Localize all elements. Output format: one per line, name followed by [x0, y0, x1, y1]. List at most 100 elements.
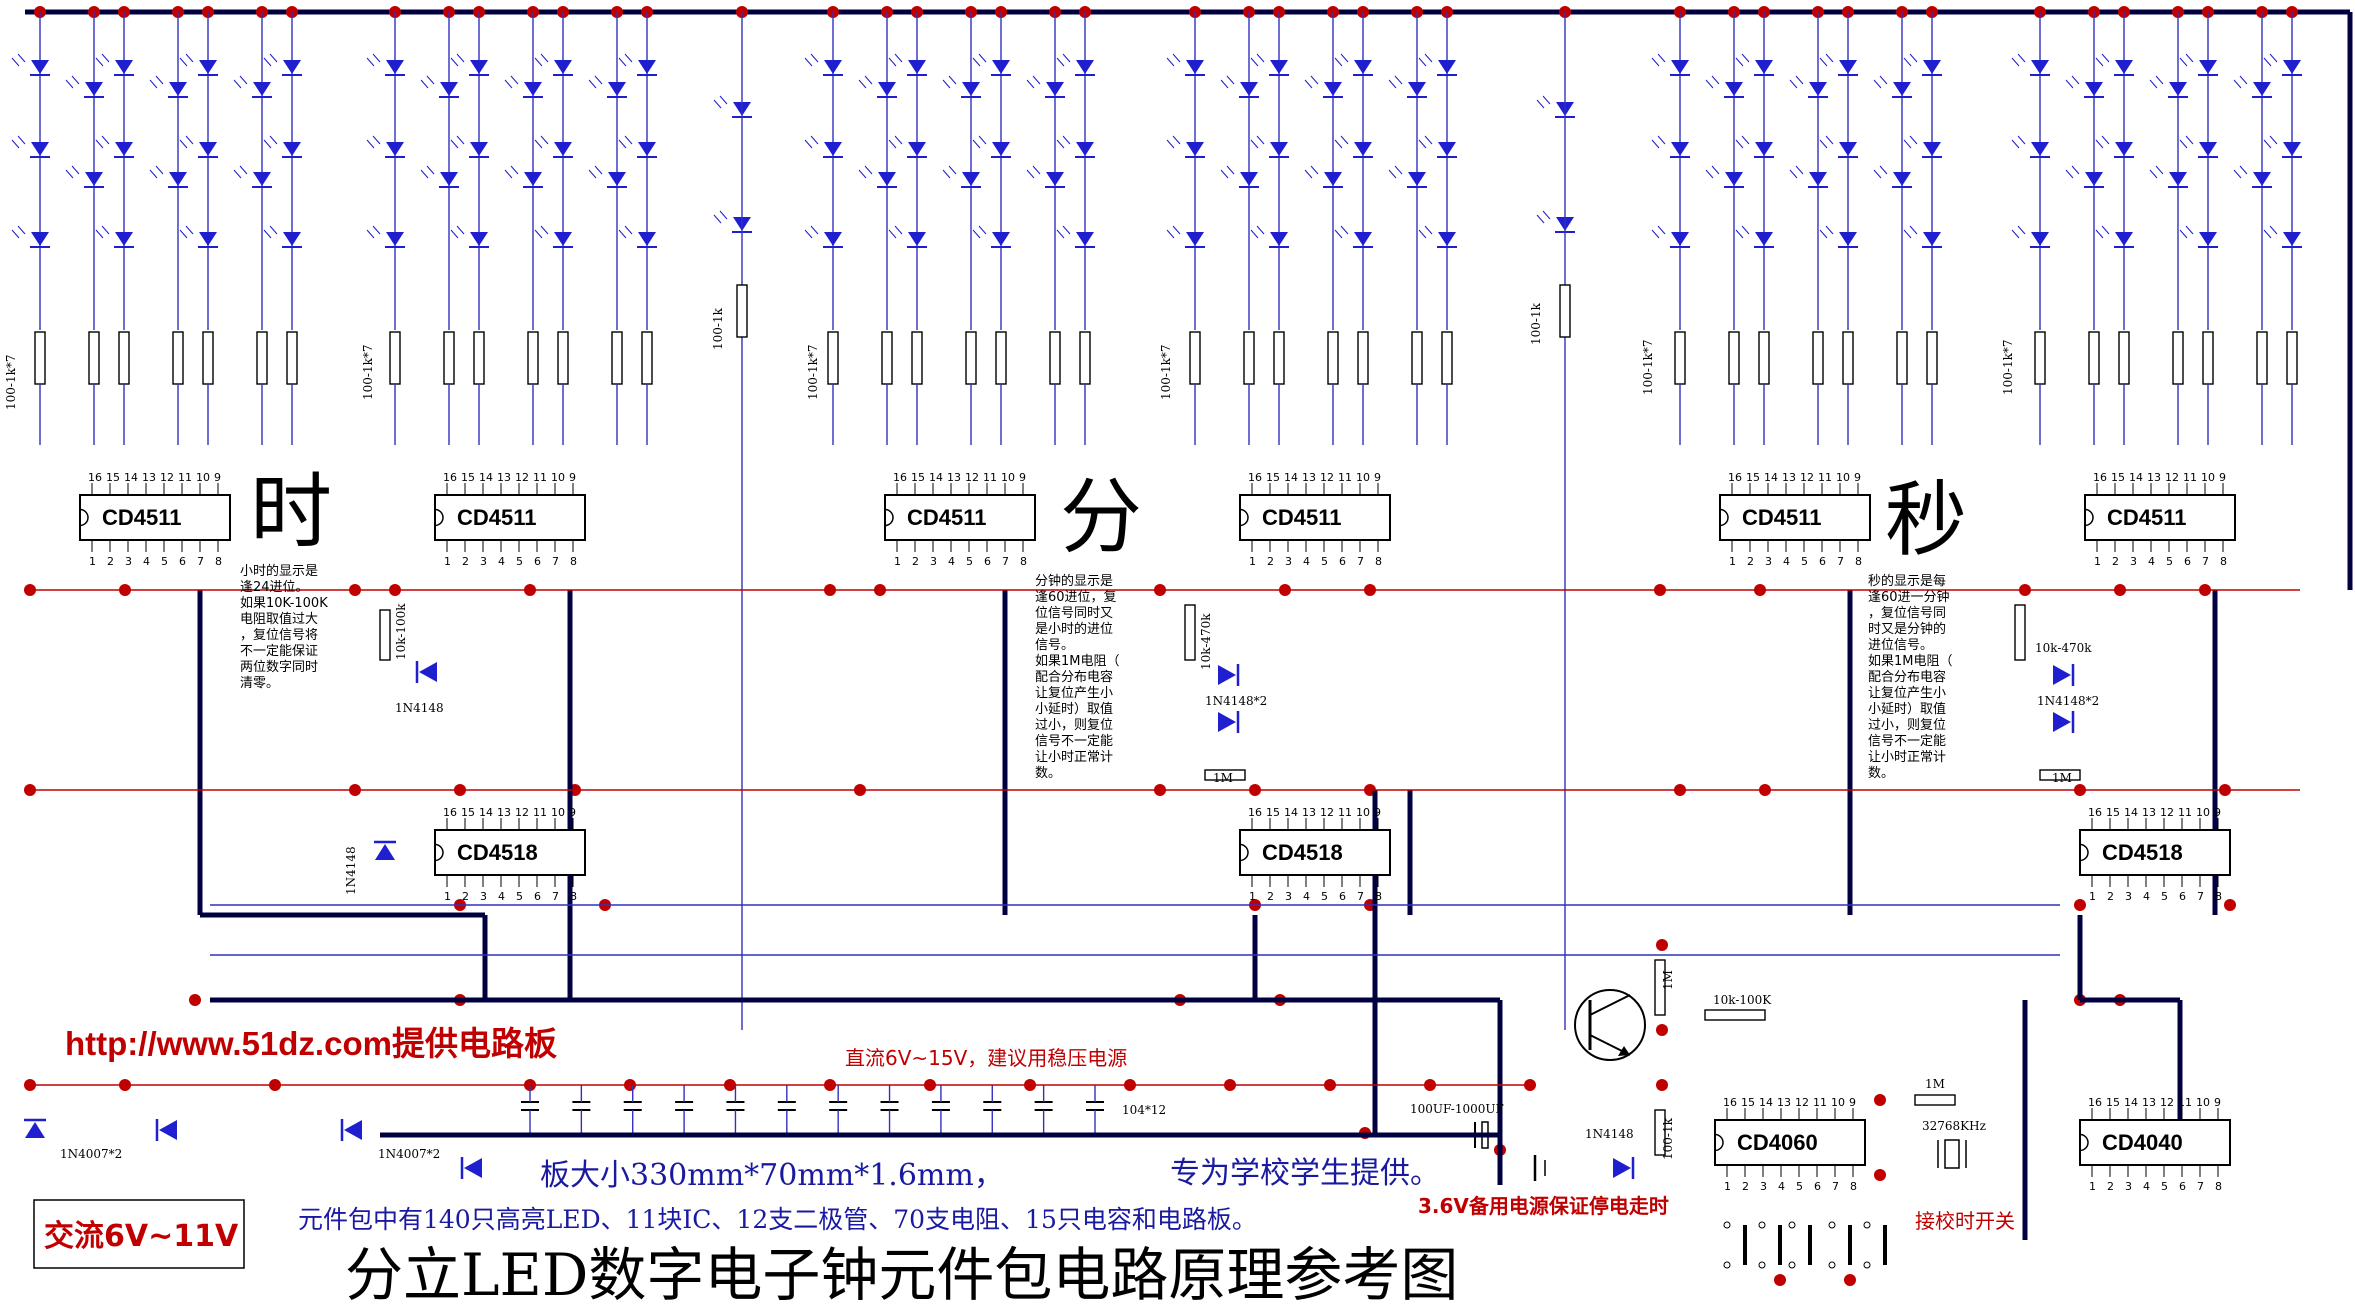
segment-resistor — [1273, 331, 1285, 385]
led — [1735, 53, 1774, 76]
pin-number: 8 — [2215, 1180, 2222, 1193]
pin-number: 13 — [2147, 471, 2161, 484]
pin-number: 2 — [1747, 555, 1754, 568]
colon-res-label-2: 100-1k — [1529, 302, 1543, 345]
pin-number: 16 — [1248, 471, 1262, 484]
led — [2233, 165, 2272, 188]
pin-number: 4 — [143, 555, 150, 568]
decoupling-capacitor — [623, 1101, 642, 1111]
led — [1388, 75, 1427, 98]
pin-number: 8 — [1855, 555, 1862, 568]
pin-number: 14 — [2124, 806, 2138, 819]
led — [1705, 165, 1744, 188]
led — [420, 75, 459, 98]
led — [2263, 53, 2302, 76]
pin-number: 4 — [2143, 890, 2150, 903]
colon-led — [1536, 95, 1575, 118]
bias-resistor — [1654, 1109, 1666, 1156]
segment-resistor — [202, 331, 214, 385]
led — [1819, 53, 1858, 76]
led — [366, 53, 405, 76]
pin-number: 4 — [2148, 555, 2155, 568]
pin-number: 1 — [444, 555, 451, 568]
colon-res-label-1: 100-1k — [711, 307, 725, 350]
svg-text:信号不一定能: 信号不一定能 — [1035, 734, 1113, 749]
pin-number: 13 — [947, 471, 961, 484]
led — [1250, 225, 1289, 248]
reset-resistor — [2014, 604, 2026, 661]
svg-text:逢60进位，复: 逢60进位，复 — [1035, 590, 1117, 605]
pin-number: 7 — [197, 555, 204, 568]
set-switch[interactable] — [1788, 1221, 1812, 1269]
pin-number: 8 — [2215, 890, 2222, 903]
led — [95, 53, 134, 76]
pin-number: 14 — [479, 471, 493, 484]
segment-resistor — [611, 331, 623, 385]
segment-resistor — [172, 331, 184, 385]
led — [179, 225, 218, 248]
svg-text:秒的显示是每: 秒的显示是每 — [1868, 573, 1946, 589]
segment-resistor — [34, 331, 46, 385]
set-switch[interactable] — [1723, 1221, 1747, 1269]
segment-resistor — [1842, 331, 1854, 385]
pin-number: 15 — [461, 471, 475, 484]
diode-1n4007-label-2: 1N4007*2 — [378, 1147, 440, 1161]
pin-number: 5 — [1796, 1180, 1803, 1193]
segment-resistor — [2118, 331, 2130, 385]
pin-number: 11 — [2183, 471, 2197, 484]
pin-number: 1 — [1724, 1180, 1731, 1193]
segment-resistor — [1812, 331, 1824, 385]
pin-number: 5 — [516, 555, 523, 568]
led — [1166, 225, 1205, 248]
led — [2179, 53, 2218, 76]
led — [233, 75, 272, 98]
diagram-title: 分立LED数字电子钟元件包电路原理参考图 — [345, 1241, 1458, 1307]
pin-number: 14 — [124, 471, 138, 484]
segment-resistor — [527, 331, 539, 385]
set-switch[interactable] — [1863, 1221, 1887, 1269]
svg-text:配合分布电容: 配合分布电容 — [1035, 669, 1113, 685]
osc-1m-label: 1M — [1925, 1077, 1945, 1091]
pin-number: 14 — [1284, 471, 1298, 484]
segment-resistor — [1674, 331, 1686, 385]
led — [1873, 165, 1912, 188]
led — [942, 165, 981, 188]
led — [1418, 225, 1457, 248]
segment-resistor — [2256, 331, 2268, 385]
pin-number: 2 — [2107, 1180, 2114, 1193]
pin-number: 6 — [2179, 1180, 2186, 1193]
pin-number: 16 — [443, 806, 457, 819]
junction-dot — [2224, 899, 2236, 911]
ic-label: CD4518 — [457, 840, 538, 865]
junction-dot — [1656, 1024, 1668, 1036]
pin-number: 15 — [1741, 1096, 1755, 1109]
pin-number: 1 — [894, 555, 901, 568]
pin-number: 12 — [1320, 471, 1334, 484]
pin-number: 10 — [1836, 471, 1850, 484]
set-switch[interactable] — [1758, 1221, 1782, 1269]
pin-number: 6 — [534, 555, 541, 568]
led — [11, 53, 50, 76]
pin-number: 6 — [1814, 1180, 1821, 1193]
pullup-resistor — [1704, 1009, 1766, 1021]
led — [1056, 53, 1095, 76]
colon-led — [713, 210, 752, 233]
led — [588, 75, 627, 98]
pin-number: 6 — [2179, 890, 2186, 903]
seg-res-label-3: 100-1k*7 — [806, 345, 820, 401]
led — [263, 225, 302, 248]
led — [804, 225, 843, 248]
decoupling-capacitor — [983, 1101, 1002, 1111]
pin-number: 5 — [1801, 555, 1808, 568]
pin-number: 16 — [1723, 1096, 1737, 1109]
segment-resistor — [1896, 331, 1908, 385]
set-switch[interactable] — [1828, 1221, 1852, 1269]
hour-section-label: 时 — [250, 465, 332, 560]
led — [2179, 225, 2218, 248]
pin-number: 12 — [1800, 471, 1814, 484]
segment-resistor — [965, 331, 977, 385]
pin-number: 10 — [1831, 1096, 1845, 1109]
svg-text:，复位信号同: ，复位信号同 — [1868, 606, 1946, 621]
